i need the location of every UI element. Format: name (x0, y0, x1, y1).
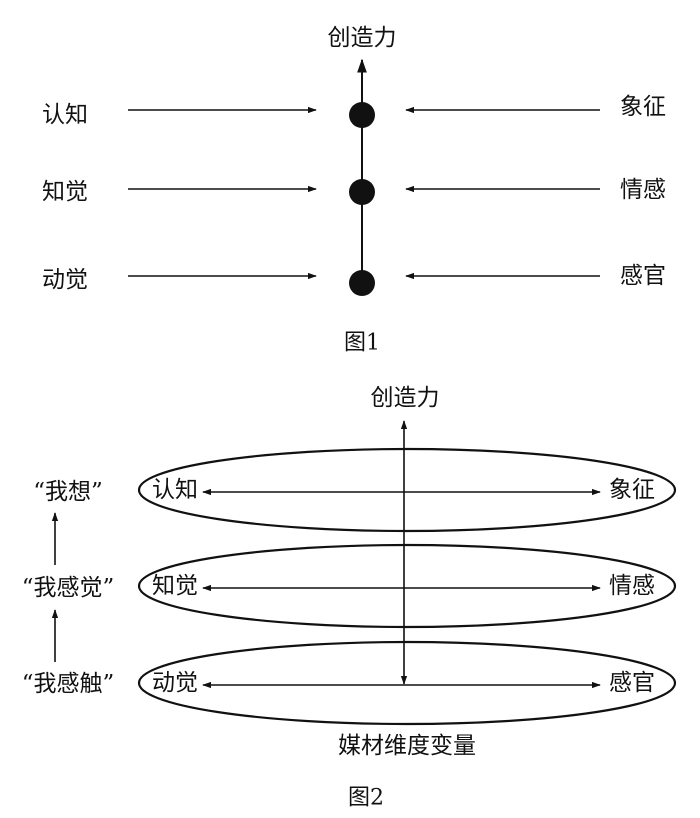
fig2-level-1-right: 象征 (609, 477, 655, 503)
fig2-level-2-left: 知觉 (152, 573, 198, 599)
fig2-level-2-right: 情感 (609, 573, 655, 599)
fig2-self-label-1: “我想” (33, 479, 103, 505)
fig1-caption: 图1 (344, 331, 380, 356)
fig2-caption: 图2 (348, 786, 384, 811)
fig2-ellipse-2 (137, 543, 677, 629)
fig2-level-3-right: 感官 (609, 670, 655, 696)
fig1-left-label-2: 知觉 (42, 179, 88, 205)
fig1-right-label-1: 象征 (620, 94, 666, 120)
fig2-level-3-left: 动觉 (152, 670, 198, 696)
fig2-media-label: 媒材维度变量 (338, 733, 476, 759)
fig1-node-top (349, 102, 375, 128)
figure-1: 创造力 认知 知觉 动觉 象征 情感 感官 图1 (42, 25, 666, 356)
fig1-left-label-3: 动觉 (42, 267, 88, 293)
fig2-self-label-2: “我感觉” (22, 575, 115, 601)
fig2-self-label-3: “我感触” (22, 671, 115, 697)
fig1-right-label-2: 情感 (620, 177, 666, 203)
fig1-right-label-3: 感官 (620, 263, 666, 289)
fig1-node-middle (349, 179, 375, 205)
fig2-level-1-left: 认知 (152, 477, 198, 503)
fig2-creativity-label: 创造力 (371, 385, 440, 411)
figure-2: 创造力 认知 象征 知觉 情感 动觉 感官 “我想” “我感觉” “我感触” 媒… (22, 385, 677, 811)
fig2-ellipse-3 (137, 640, 677, 726)
fig2-ellipse-1 (137, 447, 677, 533)
fig1-creativity-label: 创造力 (328, 25, 397, 51)
fig1-node-bottom (349, 270, 375, 296)
fig1-left-label-1: 认知 (42, 102, 88, 128)
